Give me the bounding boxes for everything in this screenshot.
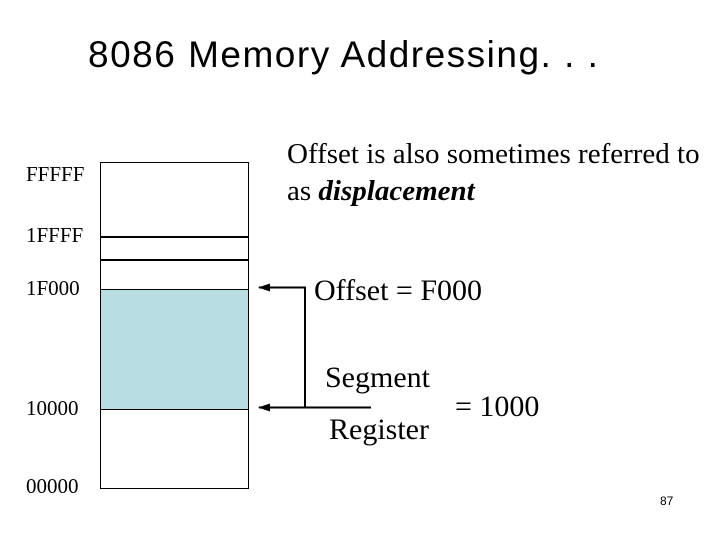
address-label-1f000: 1F000 xyxy=(26,276,80,300)
offset-arrow xyxy=(258,283,306,408)
memory-map-box xyxy=(100,162,249,489)
segment-label: Segment xyxy=(325,361,430,394)
address-label-10000: 10000 xyxy=(26,396,79,420)
register-label: Register xyxy=(329,413,429,446)
memory-map-highlight xyxy=(101,290,248,409)
bullet-line-2: as displacement xyxy=(287,173,700,210)
memory-line-1ffff xyxy=(101,236,248,238)
offset-value-label: Offset = F000 xyxy=(314,274,483,307)
bullet-line-2-emphasis: displacement xyxy=(318,175,475,207)
bullet-text: Offset is also sometimes referred to as … xyxy=(287,136,700,210)
memory-line-upper-band xyxy=(101,259,248,261)
bullet-line-2-prefix: as xyxy=(287,175,319,207)
memory-line-1f000 xyxy=(101,288,248,290)
memory-line-10000 xyxy=(101,408,248,410)
address-label-1ffff: 1FFFF xyxy=(26,223,84,247)
page-title: 8086 Memory Addressing. . . xyxy=(88,34,600,75)
address-label-00000: 00000 xyxy=(26,474,79,498)
bullet-line-1: Offset is also sometimes referred to xyxy=(287,138,700,170)
address-label-fffff: FFFFF xyxy=(26,162,85,186)
segment-value-label: = 1000 xyxy=(455,390,540,423)
page-number: 87 xyxy=(660,494,674,508)
